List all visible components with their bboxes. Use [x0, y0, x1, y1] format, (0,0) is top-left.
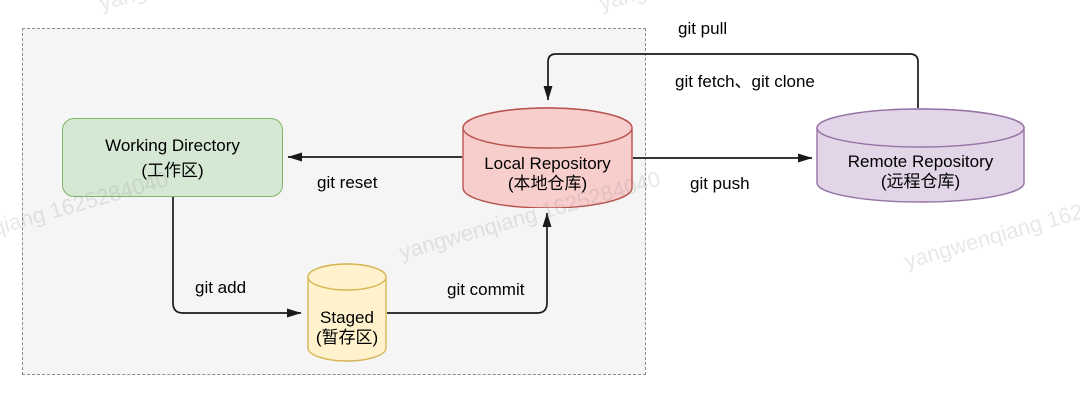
node-subtitle: (工作区) [141, 160, 204, 180]
edge-label-git-pull: git pull [678, 19, 728, 38]
node-working-directory: Working Directory (工作区) [62, 118, 283, 197]
edge-label-git-push: git push [690, 174, 750, 193]
node-title: Staged [320, 308, 374, 327]
node-staged: Staged (暂存区) [307, 263, 387, 362]
cylinder-shape [307, 263, 387, 362]
edge-git-pull-arrow [543, 53, 919, 108]
node-subtitle: (本地仓库) [507, 174, 588, 193]
cylinder-shape [816, 108, 1025, 203]
node-title: Local Repository [484, 154, 611, 173]
edge-label-git-add: git add [195, 278, 247, 297]
node-title: Remote Repository [847, 152, 994, 171]
node-local-repository: Local Repository (本地仓库) [462, 107, 633, 208]
edge-label-git-fetch-clone: git fetch、git clone [675, 72, 815, 91]
edge-label-git-reset: git reset [317, 173, 378, 192]
node-text: Staged (暂存区) [307, 308, 387, 348]
node-remote-repository: Remote Repository (远程仓库) [816, 108, 1025, 203]
edge-label-git-commit: git commit [447, 280, 525, 299]
cylinder-shape [462, 107, 633, 208]
node-title: Working Directory [105, 135, 240, 155]
node-subtitle: (远程仓库) [880, 172, 961, 191]
edge-git-commit-arrow [387, 212, 552, 314]
edge-git-add-arrow [172, 197, 302, 318]
node-subtitle: (暂存区) [315, 328, 379, 347]
node-text: Local Repository (本地仓库) [462, 154, 633, 194]
node-text: Remote Repository (远程仓库) [816, 152, 1025, 192]
